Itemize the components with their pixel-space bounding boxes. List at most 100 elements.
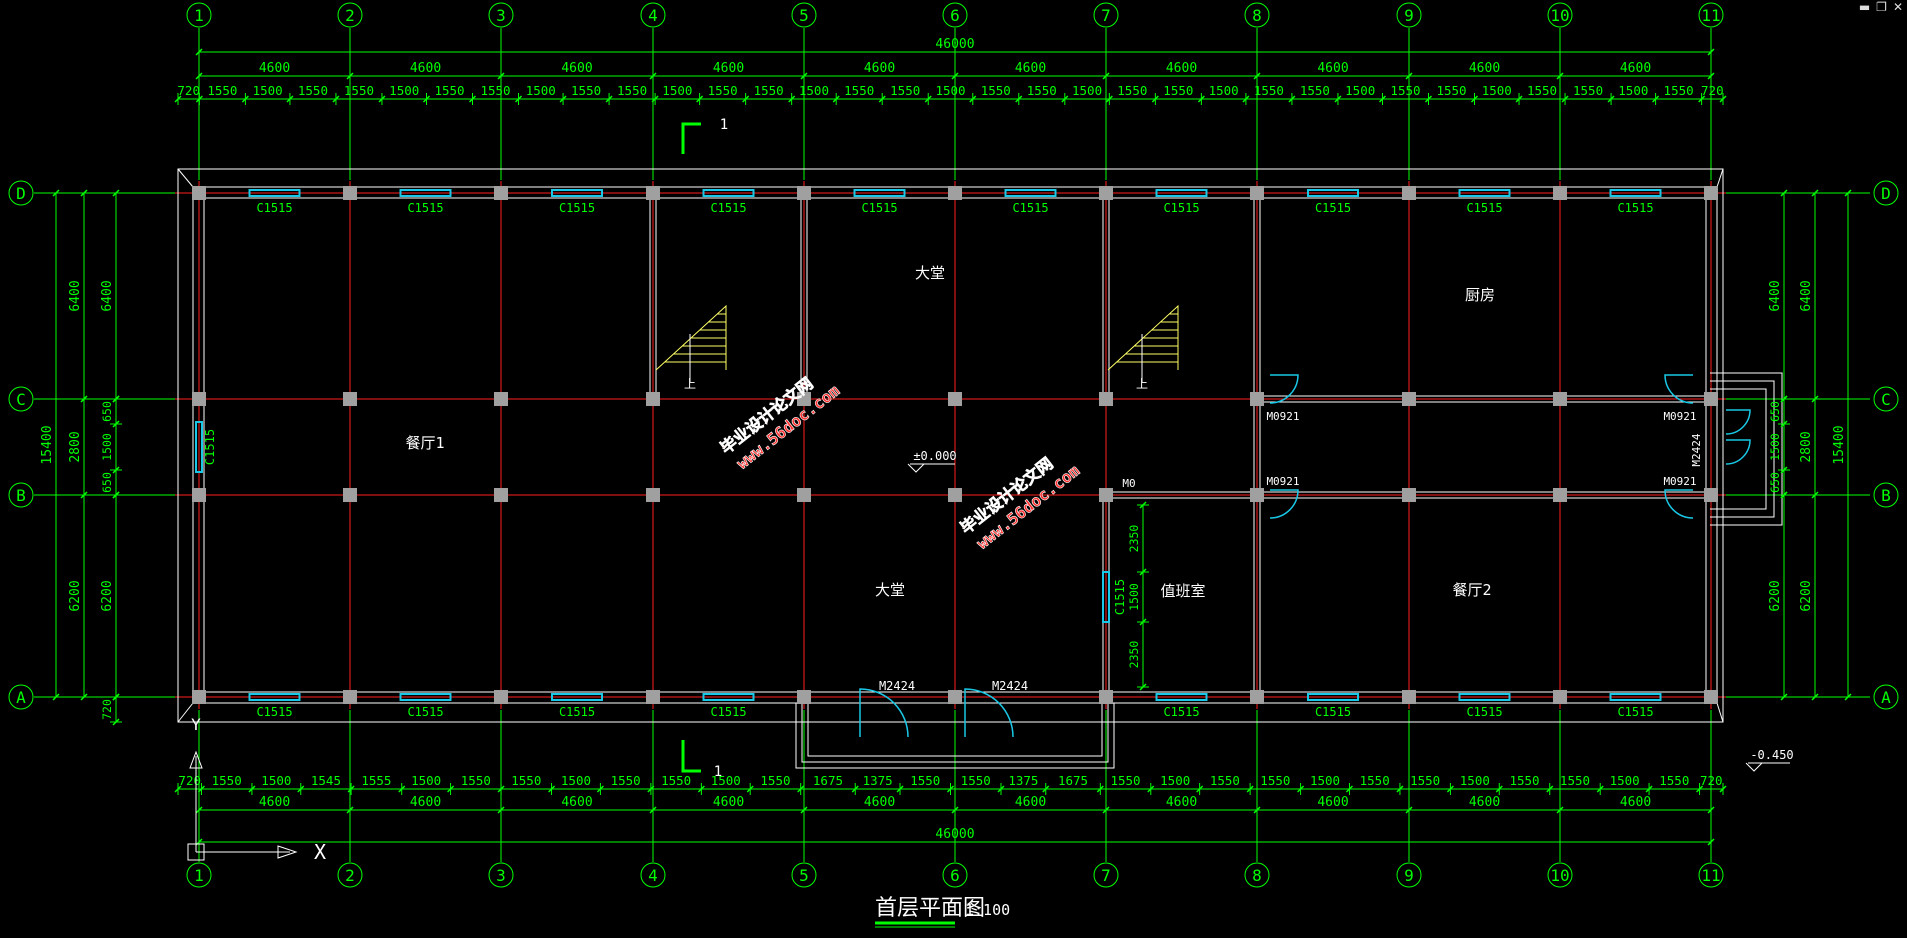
room-label: 值班室 [1160, 582, 1205, 600]
dim-tick [1139, 618, 1147, 626]
dim-text: 1550 [511, 773, 541, 788]
dim-tick [924, 95, 932, 103]
window-interior [1102, 571, 1110, 623]
column [1704, 186, 1718, 200]
door-tag: M0921 [1266, 410, 1299, 423]
stairs: 上上 [655, 304, 1179, 391]
dim-text: 1550 [1260, 773, 1290, 788]
column [192, 488, 206, 502]
grid-bubble-label: C [1881, 390, 1891, 409]
dim-tick [1139, 568, 1147, 576]
column [1250, 488, 1264, 502]
dim-tick [346, 72, 354, 80]
dim-text: 4600 [561, 795, 592, 810]
grid-bubble [337, 862, 363, 888]
dim-text: 6400 [1768, 280, 1783, 311]
dim-text: 1550 [617, 83, 647, 98]
drawing-title: 首层平面图 [875, 896, 985, 921]
grid-bubble-label: 7 [1101, 6, 1111, 25]
grid-bubble [640, 862, 666, 888]
dim-tick [596, 785, 604, 793]
dim-tick [851, 785, 859, 793]
dim-tick [1139, 501, 1147, 509]
side-step-1 [1710, 380, 1775, 518]
dim-tick [1253, 806, 1261, 814]
dim-tick [514, 95, 523, 103]
dim-text: 6200 [68, 580, 83, 611]
dim-tick [1042, 785, 1050, 793]
dim-tick [1378, 95, 1387, 103]
grid-bubble-label: 5 [799, 866, 809, 885]
dim-text: 720 [177, 83, 200, 98]
door-m2424 [964, 688, 1014, 738]
dim-tick [195, 95, 203, 103]
close-button[interactable]: ✕ [1892, 0, 1903, 14]
dim-text: 4600 [1620, 795, 1651, 810]
grid-bubble [791, 2, 817, 28]
dim-text: 1500 [935, 83, 965, 98]
dim-tick [468, 95, 477, 103]
dim-tick [1561, 95, 1569, 103]
window-tag: C1515 [1617, 705, 1653, 719]
dim-tick [1780, 693, 1788, 701]
window-tag: C1515 [710, 705, 746, 719]
level-marker-main: ±0.000 [913, 449, 956, 463]
dim-text: 1550 [1560, 773, 1590, 788]
dim-tick [1696, 785, 1704, 793]
dim-text: 1550 [611, 773, 641, 788]
dim-text: 1550 [708, 83, 738, 98]
minimize-button[interactable]: ▬ [1858, 0, 1871, 14]
dim-text: 1550 [1659, 773, 1689, 788]
column [797, 186, 811, 200]
grid-bubble-label: 6 [950, 6, 960, 25]
outline-corner-line [1716, 702, 1724, 723]
grid-bubble-label: 2 [345, 6, 355, 25]
column [948, 488, 962, 502]
dim-tick [1811, 189, 1819, 197]
dim-text: 4600 [1166, 61, 1197, 76]
dim-text: 4600 [713, 795, 744, 810]
restore-button[interactable]: ❐ [1876, 0, 1887, 14]
dim-text: 2350 [1127, 525, 1141, 553]
outline-corner-line [177, 702, 194, 723]
dim-tick [1102, 72, 1110, 80]
window-tag: C1515 [1617, 201, 1653, 215]
grid-bubble [791, 862, 817, 888]
door-m0921 [1269, 374, 1299, 404]
grid-bubble [1547, 2, 1573, 28]
dim-tick [951, 72, 959, 80]
grid-bubble-label: 3 [496, 866, 506, 885]
dim-text: 1550 [1509, 773, 1539, 788]
dim-tick [174, 785, 182, 793]
dim-tick [80, 189, 88, 197]
dim-tick [969, 95, 977, 103]
side-step-0 [1710, 372, 1783, 526]
window-top [551, 189, 603, 197]
grid-bubble [1547, 862, 1573, 888]
dim-tick [286, 95, 294, 103]
dim-tick [951, 806, 959, 814]
dim-text: 15400 [40, 425, 55, 464]
outline-corner-line [177, 168, 194, 188]
dim-text: 1550 [461, 773, 491, 788]
grid-bubble-label: A [1881, 688, 1891, 707]
grid-bubble-label: 1 [194, 6, 204, 25]
grid-bubble [8, 386, 34, 412]
window-top [1458, 189, 1511, 197]
window-tag: C1515 [256, 201, 292, 215]
column [948, 186, 962, 200]
grid-bubble-label: 7 [1101, 866, 1111, 885]
window-top [1307, 189, 1359, 197]
dim-text: 650 [1768, 472, 1782, 493]
dim-text: 6400 [68, 280, 83, 311]
section-mark-label: 1 [720, 117, 728, 133]
dim-tick [1424, 95, 1433, 103]
dim-text: 1500 [799, 83, 829, 98]
stair-up-label: 上 [1136, 377, 1148, 391]
column [192, 690, 206, 704]
ucs-y-label: Y [191, 715, 201, 734]
door-tag: M2424 [992, 679, 1028, 693]
dim-tick [878, 95, 886, 103]
grid-bubble-label: 1 [194, 866, 204, 885]
